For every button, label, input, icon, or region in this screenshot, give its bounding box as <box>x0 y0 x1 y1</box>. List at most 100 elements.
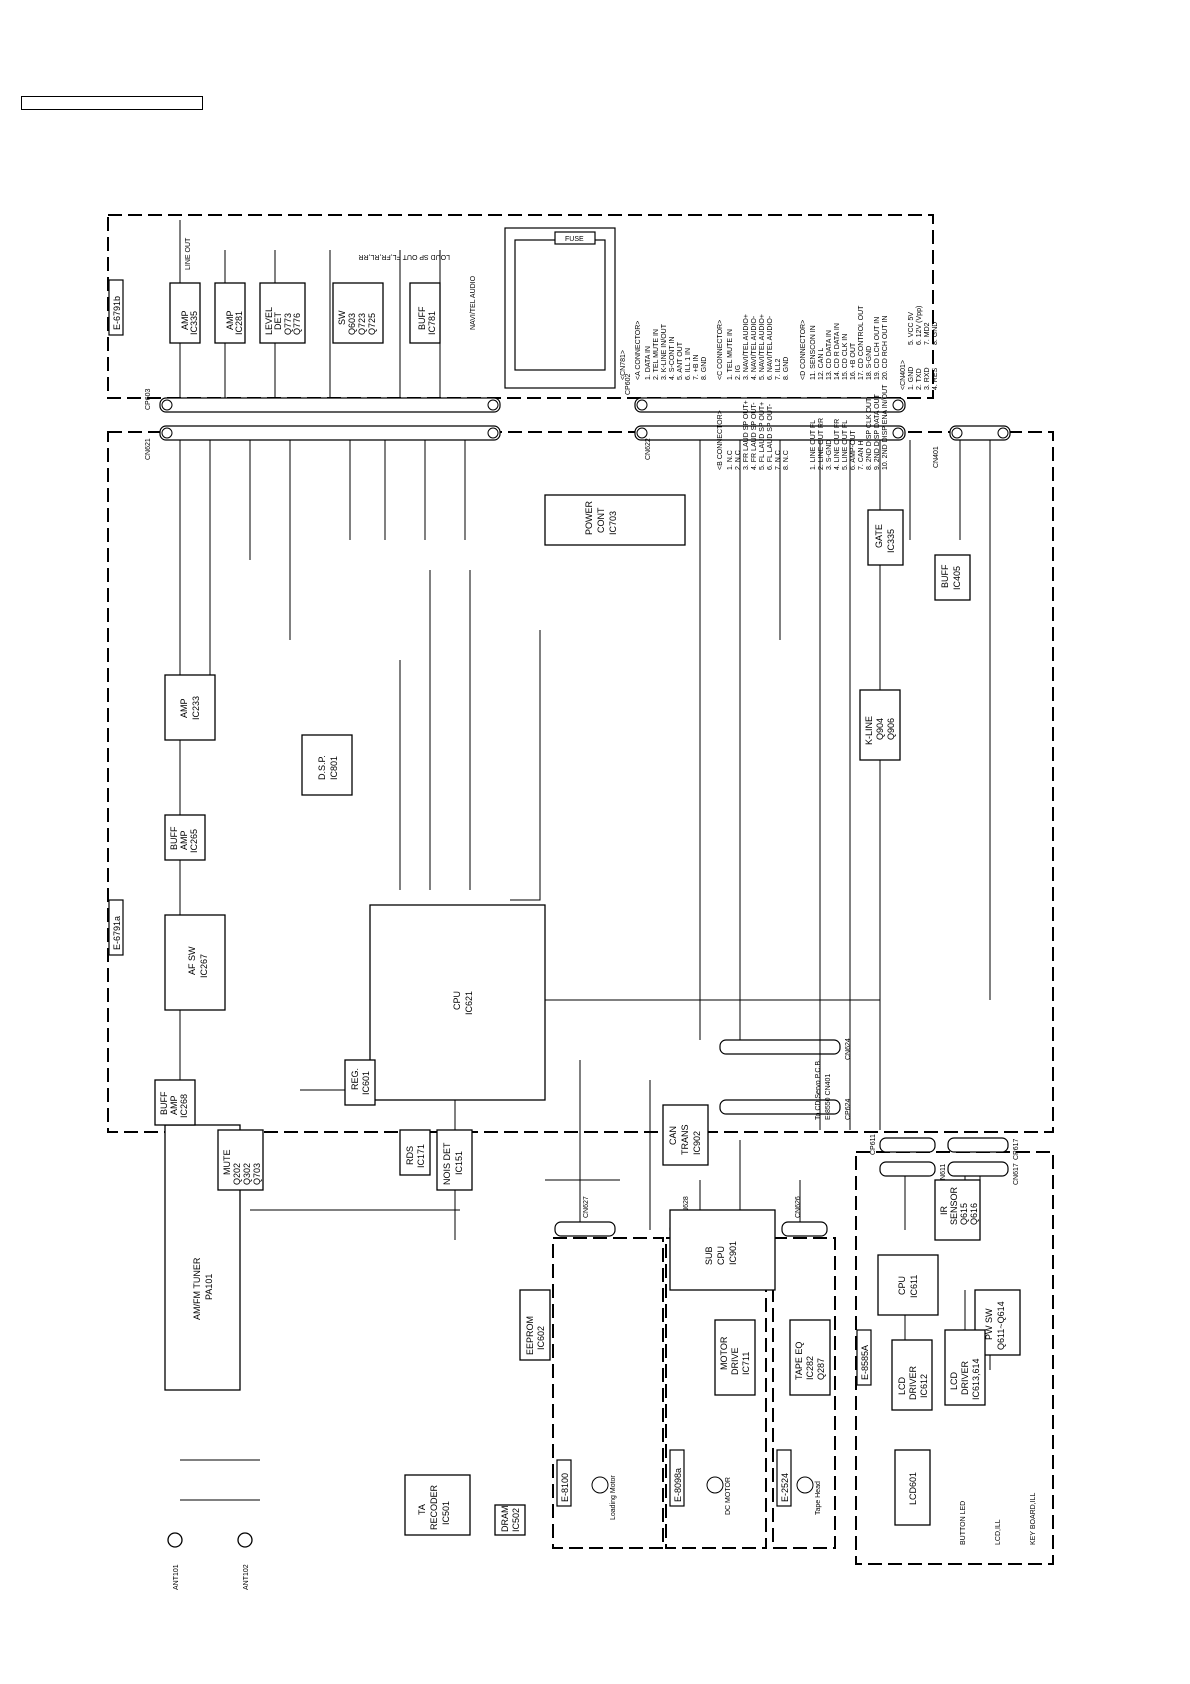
svg-text:20. CD RCH OUT IN: 20. CD RCH OUT IN <box>882 316 889 380</box>
connector-cn626: CN626 <box>781 1196 828 1237</box>
svg-text:E-8100: E-8100 <box>560 1473 570 1502</box>
svg-text:13. CD DATA IN: 13. CD DATA IN <box>826 330 833 380</box>
svg-text:6. AMP-OUT: 6. AMP-OUT <box>850 430 857 470</box>
svg-text:4. S-CONT IN: 4. S-CONT IN <box>669 337 676 380</box>
block-dsp: D.S.P. IC801 <box>301 734 353 796</box>
svg-text:DRIVER: DRIVER <box>908 1365 918 1400</box>
block-lcd601: LCD601 <box>894 1449 931 1526</box>
svg-text:MOTOR: MOTOR <box>719 1336 729 1370</box>
svg-text:1. N.C: 1. N.C <box>727 450 734 470</box>
board-frame-main <box>107 431 1054 1133</box>
svg-text:2. LINE OUT RR: 2. LINE OUT RR <box>818 418 825 470</box>
svg-text:IC171: IC171 <box>416 1144 426 1168</box>
svg-text:BUFF: BUFF <box>417 306 427 330</box>
svg-text:LCD601: LCD601 <box>908 1472 918 1505</box>
board-frame-key <box>855 1151 1054 1565</box>
connector-cp603: CP603 <box>145 388 501 413</box>
svg-text:DET: DET <box>273 311 283 330</box>
svg-text:RECODER: RECODER <box>429 1484 439 1530</box>
header-box <box>21 96 203 110</box>
block-cpu: CPU IC621 <box>369 904 546 1101</box>
svg-text:IC267: IC267 <box>199 954 209 978</box>
svg-text:Q615: Q615 <box>959 1203 969 1225</box>
svg-text:DC MOTOR: DC MOTOR <box>725 1477 732 1515</box>
svg-text:Q904: Q904 <box>875 718 885 740</box>
svg-text:LEVEL: LEVEL <box>264 307 274 335</box>
svg-text:CP617: CP617 <box>1013 1138 1020 1160</box>
block-tape-eq: TAPE EQ IC282 Q287 <box>789 1319 831 1396</box>
board-label-top: E-6791b <box>108 279 124 336</box>
svg-text:IC233: IC233 <box>191 696 201 720</box>
block-lcd-driver-2: LCD DRIVER IC613,614 <box>944 1329 986 1406</box>
board-frame-top <box>107 214 934 399</box>
svg-text:3. K-LINE IN/OUT: 3. K-LINE IN/OUT <box>661 323 668 380</box>
svg-text:E-6791b: E-6791b <box>112 296 122 330</box>
block-buff-amp-265: BUFF AMP IC265 <box>164 814 206 861</box>
svg-text:<C CONNECTOR>: <C CONNECTOR> <box>717 320 724 380</box>
svg-text:CPU: CPU <box>897 1276 907 1295</box>
svg-text:BUFF: BUFF <box>940 564 950 588</box>
svg-text:TA: TA <box>417 1504 427 1515</box>
svg-text:2. TXD: 2. TXD <box>916 368 923 390</box>
lcd-ill-label: LCD,ILL <box>995 1519 1002 1545</box>
svg-text:CP603: CP603 <box>145 388 152 410</box>
svg-text:IR: IR <box>939 1205 949 1215</box>
board-frame-loading <box>552 1237 664 1549</box>
svg-text:Tape Head: Tape Head <box>815 1481 822 1515</box>
svg-text:D.S.P.: D.S.P. <box>317 755 327 780</box>
svg-text:GATE: GATE <box>874 524 884 548</box>
svg-text:6. ILL 1 IN: 6. ILL 1 IN <box>685 348 692 380</box>
svg-text:19. CD LCH OUT IN: 19. CD LCH OUT IN <box>874 317 881 380</box>
svg-text:9. 2ND DISP DATA OUT: 9. 2ND DISP DATA OUT <box>874 393 881 470</box>
block-ta-recorder: TA RECODER IC501 <box>404 1474 471 1536</box>
dc-motor: DC MOTOR <box>706 1476 732 1515</box>
svg-text:8. N.C: 8. N.C <box>783 450 790 470</box>
svg-text:SUB: SUB <box>704 1246 714 1265</box>
svg-text:IC801: IC801 <box>329 756 339 780</box>
svg-text:8. GND: 8. GND <box>783 357 790 380</box>
svg-text:6. FL LAUD SP OUT-: 6. FL LAUD SP OUT- <box>767 403 774 470</box>
svg-text:Q202: Q202 <box>232 1163 242 1185</box>
svg-text:CONT: CONT <box>596 507 606 533</box>
svg-text:8. 2ND DISP CLK OUT: 8. 2ND DISP CLK OUT <box>866 397 873 470</box>
svg-text:7. +B IN: 7. +B IN <box>693 355 700 380</box>
svg-text:<D CONNECTOR>: <D CONNECTOR> <box>800 320 807 380</box>
svg-text:Q773: Q773 <box>283 313 293 335</box>
block-buff-ic405: BUFF IC405 <box>934 554 971 601</box>
e8550-label: E-8550 CN401 <box>825 1074 832 1120</box>
svg-text:CP611: CP611 <box>870 1134 877 1155</box>
svg-text:BUFF: BUFF <box>159 1091 169 1115</box>
svg-text:IC601: IC601 <box>361 1071 371 1095</box>
block-kline: K-LINE Q904 Q906 <box>859 689 901 761</box>
connector-cn611: CN611 <box>879 1161 947 1185</box>
svg-text:E-8585A: E-8585A <box>860 1345 870 1380</box>
svg-text:FUSE: FUSE <box>565 236 584 243</box>
svg-text:IC703: IC703 <box>608 511 618 535</box>
svg-text:AMP: AMP <box>180 310 190 330</box>
svg-text:1. GND: 1. GND <box>908 367 915 390</box>
svg-text:15. CD CLK IN: 15. CD CLK IN <box>842 334 849 380</box>
block-nois-det: NOIS DET IC151 <box>436 1129 473 1191</box>
svg-text:DRIVE: DRIVE <box>730 1347 740 1375</box>
block-eeprom: EEPROM IC602 <box>519 1289 551 1361</box>
svg-text:AMP: AMP <box>179 830 189 850</box>
svg-text:5. NAVI/TEL AUDIO+: 5. NAVI/TEL AUDIO+ <box>759 314 766 380</box>
svg-text:EEPROM: EEPROM <box>525 1316 535 1355</box>
svg-text:E-8098a: E-8098a <box>673 1468 683 1502</box>
board-label-dcmotor: E-8098a <box>669 1449 685 1507</box>
board-label-loading: E-8100 <box>556 1459 572 1507</box>
svg-text:LCD: LCD <box>949 1371 959 1390</box>
svg-text:IC335: IC335 <box>886 529 896 553</box>
connector-cn621: CN621 <box>145 425 501 460</box>
connector-cp624: CP624 <box>719 1098 852 1120</box>
svg-text:IC611: IC611 <box>909 1275 919 1298</box>
board-label-main: E-6791a <box>108 899 124 956</box>
svg-text:SW: SW <box>337 310 347 325</box>
button-led-label: BUTTON LED <box>960 1501 967 1545</box>
svg-text:<CN401>: <CN401> <box>900 360 907 390</box>
svg-text:IC621: IC621 <box>464 991 474 1015</box>
svg-text:CN626: CN626 <box>795 1196 802 1218</box>
block-gate: GATE IC335 <box>867 509 904 566</box>
svg-text:4. NAVI/TEL AUDIO-: 4. NAVI/TEL AUDIO- <box>751 315 758 380</box>
